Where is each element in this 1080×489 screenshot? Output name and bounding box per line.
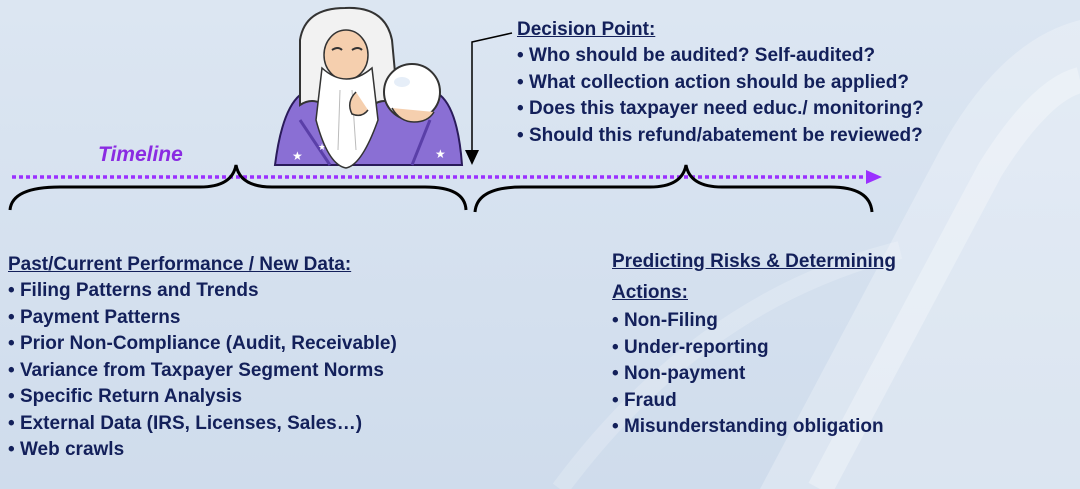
past-performance-item: Prior Non-Compliance (Audit, Receivable) [8,331,397,358]
svg-text:★: ★ [435,147,446,161]
past-performance-title: Past/Current Performance / New Data: [8,254,352,275]
decision-point-item: Does this taxpayer need educ./ monitorin… [517,96,924,123]
decision-point-item: What collection action should be applied… [517,70,924,97]
predicting-risks-item: Non-Filing [612,308,896,335]
decision-point-section: Decision Point: Who should be audited? S… [517,17,924,149]
decision-point-list: Who should be audited? Self-audited? Wha… [517,43,924,149]
past-performance-item: Specific Return Analysis [8,384,397,411]
timeline-label: Timeline [98,143,183,166]
past-performance-section: Past/Current Performance / New Data: Fil… [8,252,397,464]
predicting-risks-item: Non-payment [612,361,896,388]
past-performance-item: Payment Patterns [8,305,397,332]
predicting-risks-section: Predicting Risks & Determining Actions: … [612,246,896,441]
decision-point-item: Should this refund/abatement be reviewed… [517,123,924,150]
past-performance-item: Filing Patterns and Trends [8,278,397,305]
past-performance-list: Filing Patterns and Trends Payment Patte… [8,278,397,464]
past-performance-item: Variance from Taxpayer Segment Norms [8,358,397,385]
decision-pointer-arrowhead [465,150,479,165]
right-curly-brace [473,164,874,213]
decision-point-title: Decision Point: [517,19,656,40]
wizard-hand [349,91,435,123]
predicting-risks-list: Non-Filing Under-reporting Non-payment F… [612,308,896,441]
left-curly-brace [8,164,468,211]
predicting-risks-item: Fraud [612,388,896,415]
wizard-beard [315,66,379,169]
timeline-arrowhead [866,170,882,184]
decision-point-item: Who should be audited? Self-audited? [517,43,924,70]
predicting-risks-title-line2: Actions: [612,282,688,303]
decision-pointer-line [471,32,513,150]
predicting-risks-item: Under-reporting [612,335,896,362]
past-performance-item: Web crawls [8,437,397,464]
svg-text:★: ★ [292,149,303,163]
past-performance-item: External Data (IRS, Licenses, Sales…) [8,411,397,438]
predicting-risks-item: Misunderstanding obligation [612,414,896,441]
svg-text:★: ★ [318,142,326,152]
predicting-risks-title-line1: Predicting Risks & Determining [612,251,897,272]
